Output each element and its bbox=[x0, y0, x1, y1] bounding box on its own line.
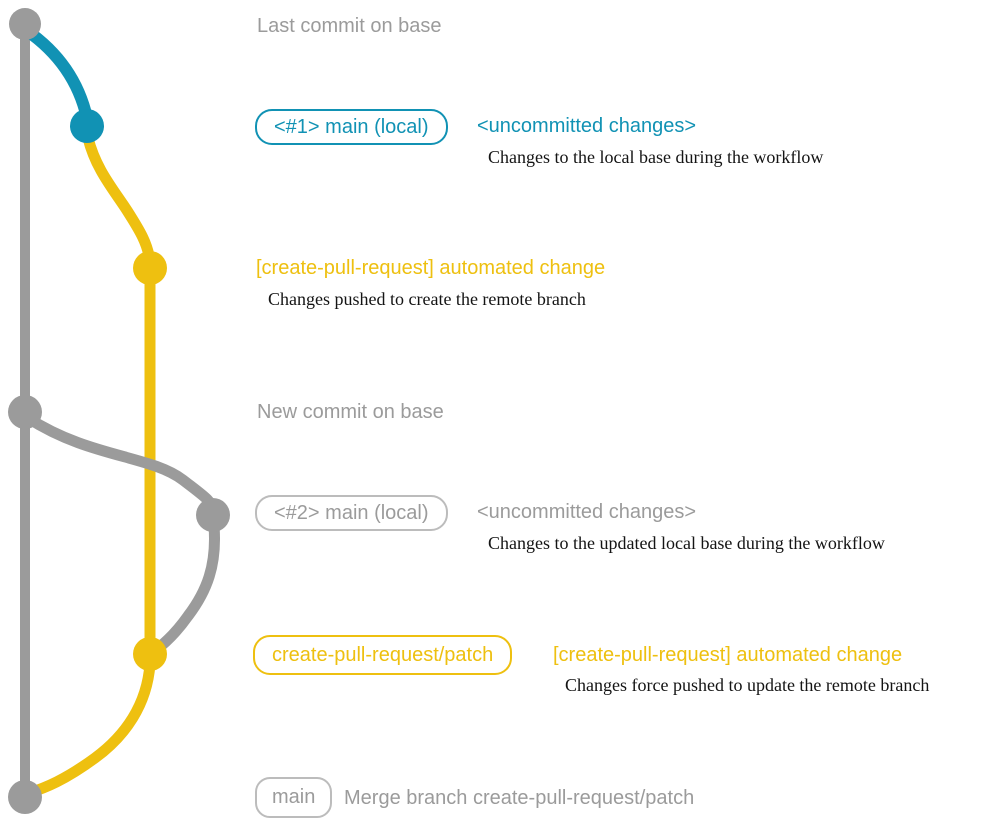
rebase-curve bbox=[150, 520, 221, 656]
branch-badge-patch: create-pull-request/patch bbox=[253, 635, 513, 675]
local-changes-curve-2 bbox=[22, 412, 220, 518]
automated-change-desc-2: Changes force pushed to update the remot… bbox=[565, 675, 930, 695]
uncommitted-changes-desc-1: Changes to the local base during the wor… bbox=[488, 147, 824, 167]
uncommitted-changes-label-2: <uncommitted changes> bbox=[477, 501, 697, 523]
commit-dot-automated-2 bbox=[133, 637, 167, 671]
uncommitted-changes-label-1: <uncommitted changes> bbox=[477, 115, 697, 137]
commit-dot-uncommitted-2 bbox=[196, 498, 230, 532]
automated-change-desc-1: Changes pushed to create the remote bran… bbox=[268, 289, 586, 309]
commit-dot-automated-1 bbox=[133, 251, 167, 285]
remote-branch-merge-curve bbox=[23, 658, 156, 799]
commit-dot-new-base bbox=[8, 395, 42, 429]
uncommitted-changes-desc-2: Changes to the updated local base during… bbox=[488, 533, 885, 553]
local-changes-curve-1 bbox=[20, 24, 93, 124]
remote-branch-curve-top bbox=[82, 132, 156, 268]
new-commit-label: New commit on base bbox=[257, 401, 444, 423]
automated-change-label-2: [create-pull-request] automated change bbox=[553, 644, 903, 666]
commit-dot-merge bbox=[8, 780, 42, 814]
branch-badge-main-local-2: <#2> main (local) bbox=[255, 495, 448, 531]
branch-badge-main: main bbox=[255, 777, 333, 818]
last-commit-label: Last commit on base bbox=[257, 15, 442, 37]
commit-dot-uncommitted-1 bbox=[70, 109, 104, 143]
merge-commit-label: Merge branch create-pull-request/patch bbox=[344, 787, 695, 809]
automated-change-label-1: [create-pull-request] automated change bbox=[256, 257, 606, 279]
commit-dot-last-base bbox=[9, 8, 41, 40]
branch-badge-main-local-1: <#1> main (local) bbox=[255, 109, 448, 145]
